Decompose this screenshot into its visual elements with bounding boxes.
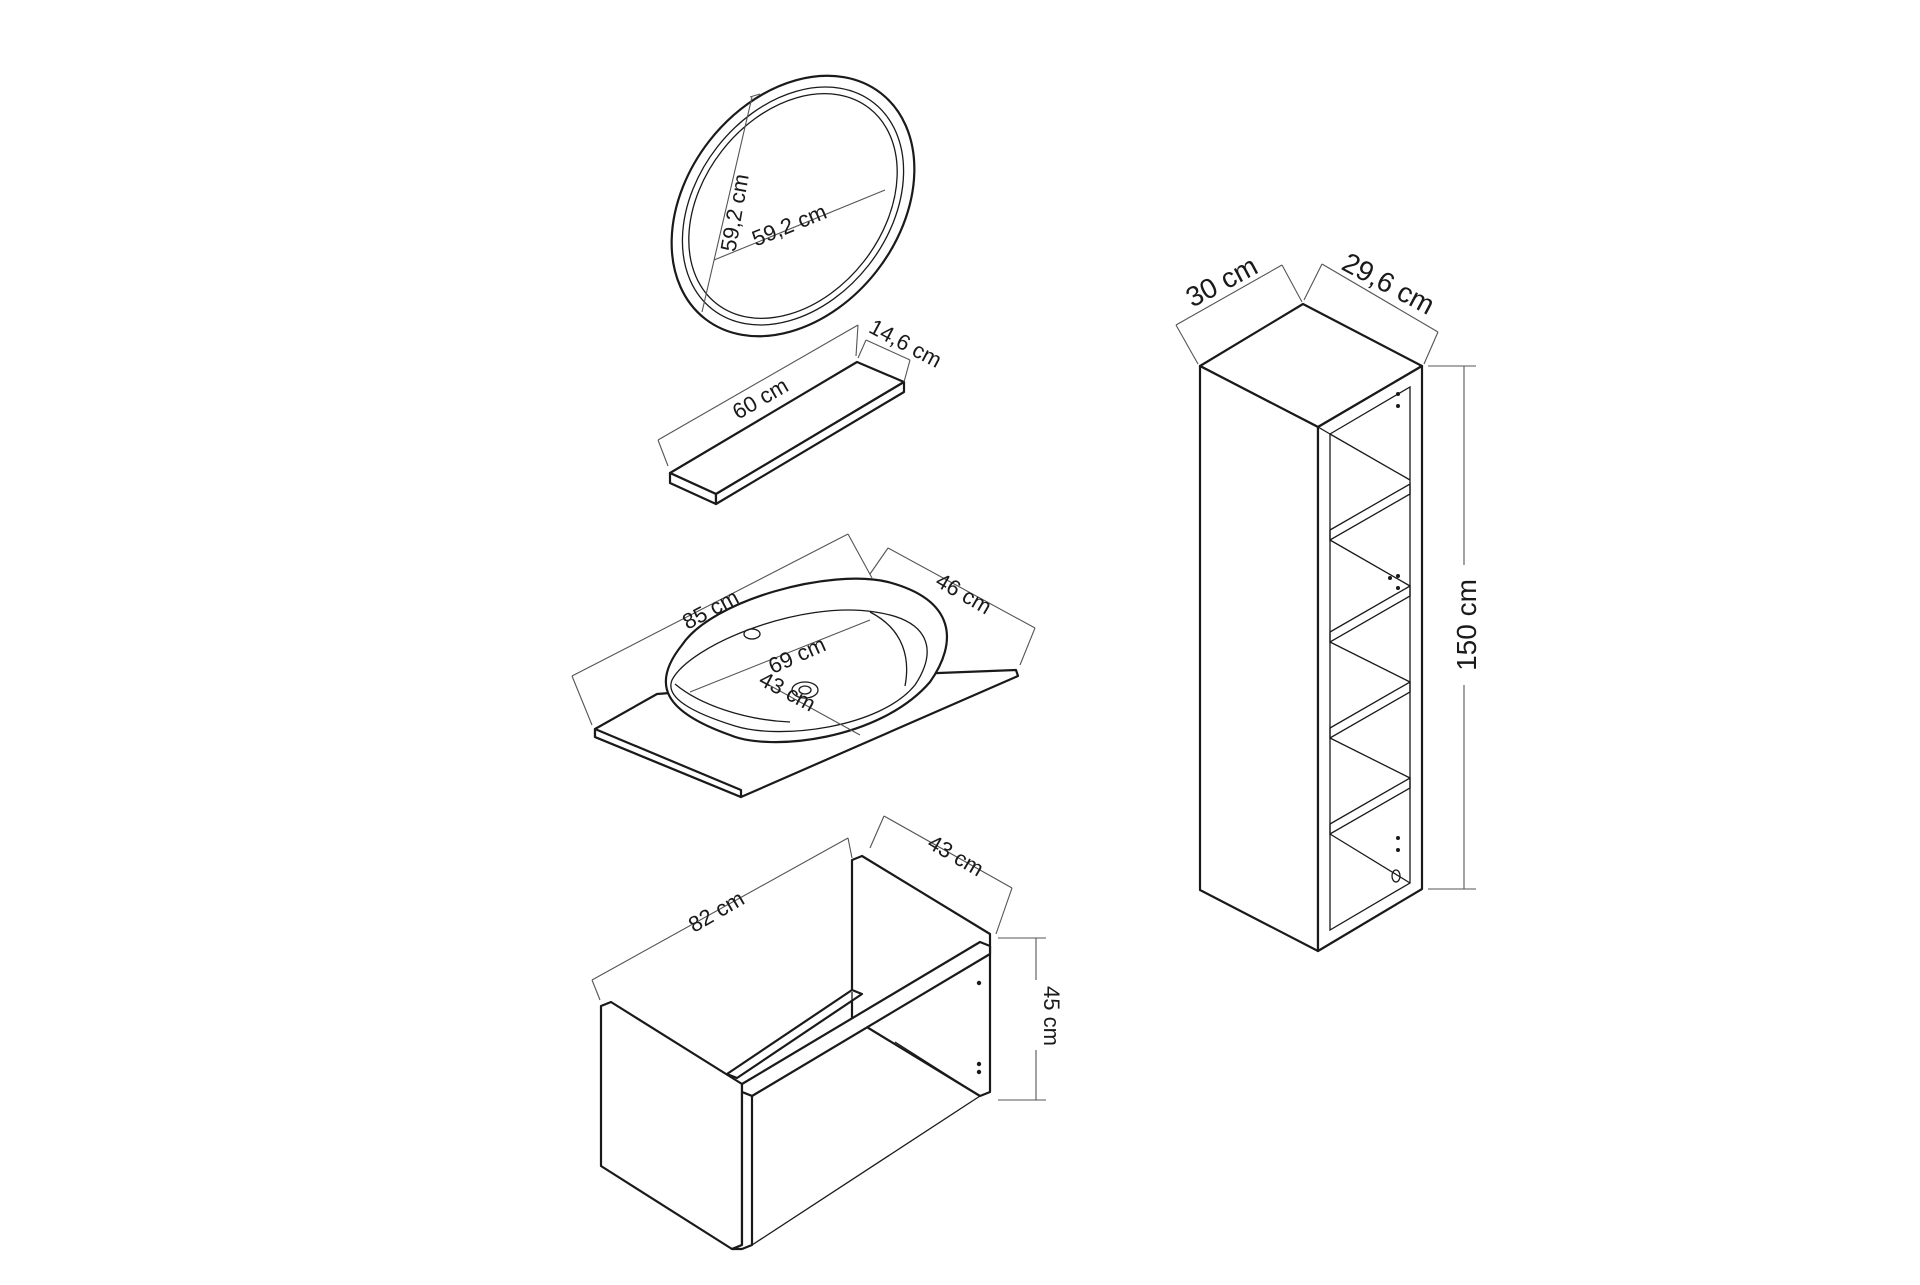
wall-shelf: 60 cm 14,6 cm xyxy=(657,314,946,506)
shelf-length-dimension xyxy=(657,324,859,441)
tall-cabinet-width-dimension xyxy=(1175,264,1283,326)
vanity-height-label: 45 cm xyxy=(1039,986,1064,1046)
vanity-width-dimension xyxy=(591,837,849,981)
basin-depth-dimension xyxy=(887,547,1036,629)
vessel-basin xyxy=(664,577,949,744)
vanity-cabinet: 82 cm 43 cm 45 cm xyxy=(591,815,1064,1251)
mirror-diameter-guide-a xyxy=(701,96,753,313)
tall-open-cabinet: 30 cm 29,6 cm 150 cm xyxy=(1175,247,1482,953)
tall-cabinet-height-label: 150 cm xyxy=(1451,579,1482,671)
tall-cabinet-depth-label: 29,6 cm xyxy=(1337,247,1440,321)
tall-cabinet-width-label: 30 cm xyxy=(1181,250,1263,313)
vanity-width-label: 82 cm xyxy=(684,886,748,938)
round-mirror: 59,2 cm 59,2 cm xyxy=(670,74,916,338)
tall-cabinet-front xyxy=(1316,364,1424,953)
basin-depth-label: 46 cm xyxy=(932,568,996,620)
tall-cabinet-depth-dimension xyxy=(1321,263,1439,333)
tall-cabinet-shelves xyxy=(1329,433,1411,884)
mirror-diameter-guide-b xyxy=(713,189,886,261)
basin-length-dimension xyxy=(571,533,849,677)
countertop-with-basin: 85 cm 46 cm 69 cm 43 cm xyxy=(571,533,1036,799)
shelf-depth-label: 14,6 cm xyxy=(865,314,946,373)
vanity-depth-label: 43 cm xyxy=(924,830,988,882)
tall-cabinet-side xyxy=(1198,364,1320,953)
vanity-depth-dimension xyxy=(883,815,1013,889)
